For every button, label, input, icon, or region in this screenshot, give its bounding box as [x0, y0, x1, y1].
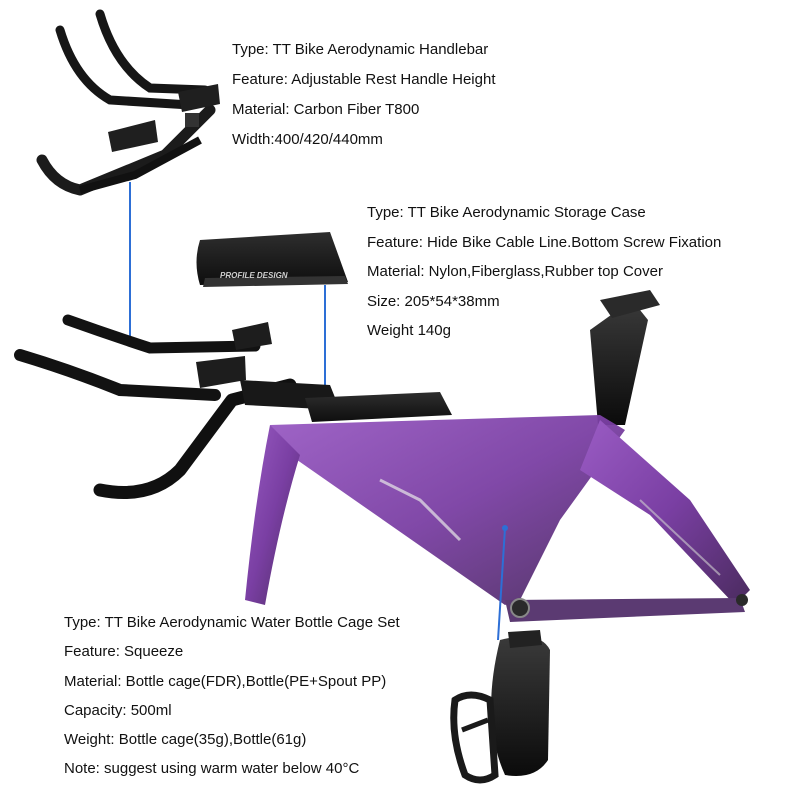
storage-case-type: Type: TT Bike Aerodynamic Storage Case: [367, 204, 646, 221]
handlebar-type: Type: TT Bike Aerodynamic Handlebar: [232, 41, 489, 58]
bottle-cage-weight: Weight: Bottle cage(35g),Bottle(61g): [64, 731, 307, 749]
bottle-cage-feature: Feature: Squeeze: [64, 643, 184, 661]
handlebar-spec-block: Type: TT Bike Aerodynamic Handlebar Feat…: [232, 35, 496, 155]
storage-case-feature: Feature: Hide Bike Cable Line.Bottom Scr…: [367, 233, 722, 251]
bottle-cage-capacity: Capacity: 500ml: [64, 701, 172, 719]
storage-case-weight: Weight 140g: [367, 322, 451, 339]
storage-case-logo: PROFILE DESIGN: [220, 271, 288, 280]
storage-case-material: Material: Nylon,Fiberglass,Rubber top Co…: [367, 263, 663, 280]
storage-case-spec-block: Type: TT Bike Aerodynamic Storage Case F…: [367, 198, 721, 346]
bottle-cage-spec-block: Type: TT Bike Aerodynamic Water Bottle C…: [64, 608, 400, 784]
handlebar-feature: Feature: Adjustable Rest Handle Height: [232, 71, 496, 88]
bottle-cage-leader-line: [497, 527, 506, 641]
bottle-cage-image: [450, 630, 550, 784]
handlebar-standalone-image: [36, 9, 220, 196]
bike-frame-image: [14, 290, 750, 622]
handlebar-material: Material: Carbon Fiber T800: [232, 101, 420, 118]
storage-case-size: Size: 205*54*38mm: [367, 292, 500, 310]
handlebar-width: Width:400/420/440mm: [232, 131, 383, 148]
storage-case-standalone-image: PROFILE DESIGN: [196, 232, 348, 287]
bottle-cage-material: Material: Bottle cage(FDR),Bottle(PE+Spo…: [64, 672, 387, 690]
bottle-cage-type: Type: TT Bike Aerodynamic Water Bottle C…: [64, 614, 400, 631]
bottle-cage-note: Note: suggest using warm water below 40°…: [64, 760, 360, 778]
